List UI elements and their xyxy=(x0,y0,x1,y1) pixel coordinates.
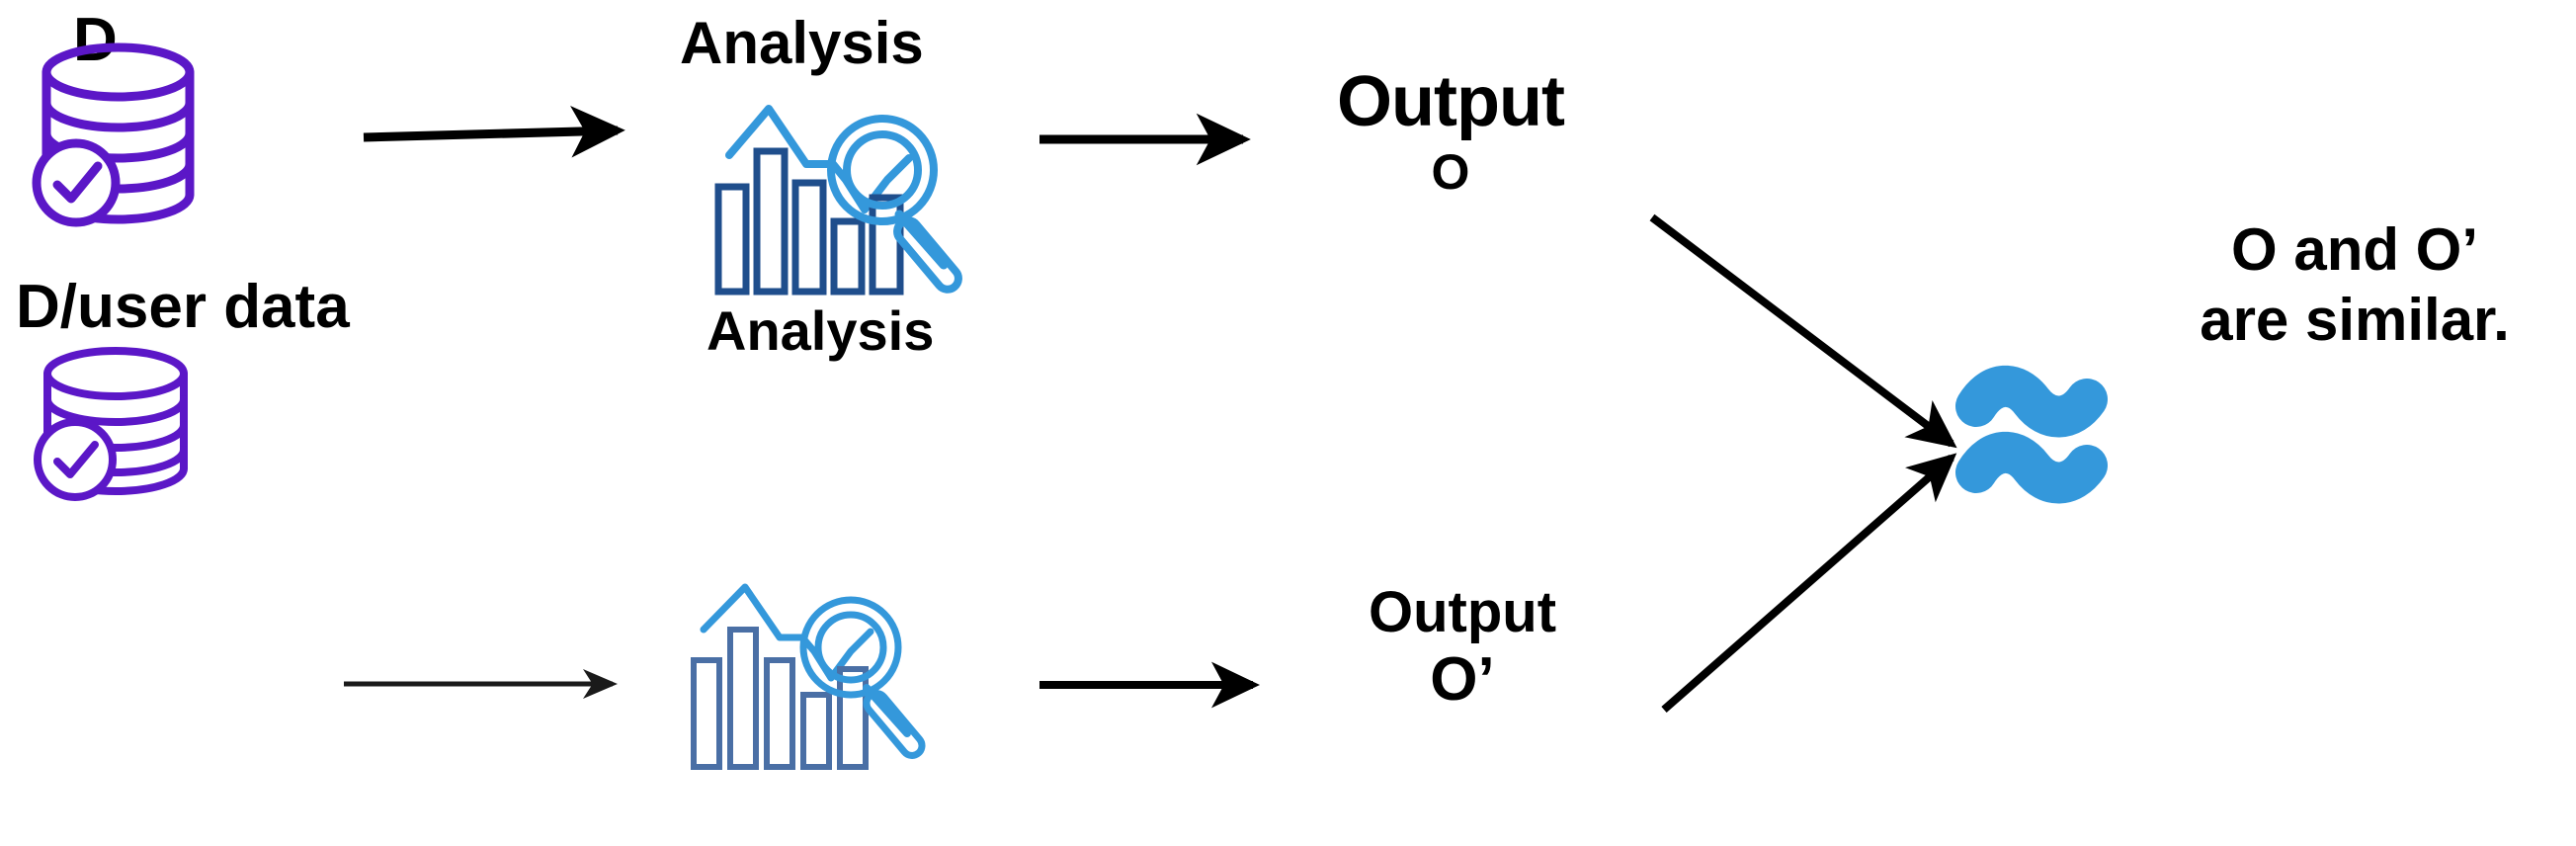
db-bottom-row2 xyxy=(43,465,188,495)
conclusion-line-1: O and O’ xyxy=(2230,216,2479,283)
db-band-2-row1 xyxy=(42,128,195,163)
bars-row2 xyxy=(691,627,869,770)
bar-1-row2 xyxy=(691,657,722,770)
magnifier-collar-row1 xyxy=(894,210,949,270)
magnifier-outer-ring-row1 xyxy=(827,115,938,225)
magnifier-inner-ring-row1 xyxy=(843,130,922,210)
bars-row1 xyxy=(714,147,904,296)
magnifier-handle-row1 xyxy=(893,216,962,294)
database-check-icon-row1 xyxy=(42,42,195,224)
approx-wave-top xyxy=(1955,365,2108,438)
check-badge-row2 xyxy=(34,418,117,501)
db-top-ellipse-row1 xyxy=(42,42,195,102)
db-band-1-row2 xyxy=(43,395,188,426)
bar-3-row1 xyxy=(791,179,827,296)
db-top-ellipse-row2 xyxy=(43,347,188,400)
bar-3-row2 xyxy=(764,657,795,770)
check-circle-row2 xyxy=(34,418,117,501)
check-badge-row1 xyxy=(32,138,121,227)
output-title-row2: Output xyxy=(1368,580,1557,644)
approx-wave-bottom xyxy=(1955,431,2108,504)
magnifier-handle-row2 xyxy=(863,690,926,759)
dataset-label-d: D xyxy=(73,6,118,74)
bar-4-row1 xyxy=(830,217,866,296)
magnifier-row2 xyxy=(799,596,926,759)
db-band-2-row2 xyxy=(43,421,188,452)
bar-2-row2 xyxy=(727,627,759,770)
trend-line-row1 xyxy=(725,105,913,213)
bar-5-row1 xyxy=(869,194,904,296)
check-mark-row2 xyxy=(53,441,99,478)
magnifier-collar-row2 xyxy=(863,684,911,737)
db-band-1-row1 xyxy=(42,98,195,132)
bar-1-row1 xyxy=(714,183,750,296)
bar-2-row1 xyxy=(753,147,789,296)
magnifier-outer-ring-row2 xyxy=(799,596,902,699)
bar-chart-magnifier-icon-row1 xyxy=(714,105,962,296)
dataset-label-d-user-data: D/user data xyxy=(16,273,350,341)
output-symbol-row1: O xyxy=(1431,143,1470,200)
output-title-row1: Output xyxy=(1337,62,1565,141)
check-mark-row1 xyxy=(52,161,103,204)
arrow-output2-to-approx xyxy=(1661,453,1957,714)
analysis-label-row1: Analysis xyxy=(680,10,924,76)
database-check-icon-row2 xyxy=(43,347,188,495)
magnifier-inner-ring-row2 xyxy=(814,611,887,684)
conclusion-text: O and O’ are similar. xyxy=(2122,215,2576,356)
bar-4-row2 xyxy=(800,692,832,770)
db-band-3-row2 xyxy=(43,446,188,476)
output-block-row1: Output O xyxy=(1292,62,1609,200)
magnifier-row1 xyxy=(827,115,962,294)
conclusion-line-2: are similar. xyxy=(2200,286,2510,353)
bar-5-row2 xyxy=(837,666,869,770)
arrow-output-to-approx xyxy=(1649,213,1957,449)
db-band-3-row1 xyxy=(42,159,195,194)
bar-chart-magnifier-icon-row2 xyxy=(691,583,926,770)
output-block-row2: Output O’ xyxy=(1314,580,1611,714)
arrow-d-to-analysis xyxy=(363,106,625,158)
analysis-label-row2: Analysis xyxy=(706,299,935,362)
approximately-equal-icon xyxy=(1955,365,2108,504)
output-symbol-row2: O’ xyxy=(1430,644,1495,714)
check-circle-row1 xyxy=(32,138,121,227)
db-bottom-row1 xyxy=(42,190,195,224)
trend-line-row2 xyxy=(700,583,874,682)
